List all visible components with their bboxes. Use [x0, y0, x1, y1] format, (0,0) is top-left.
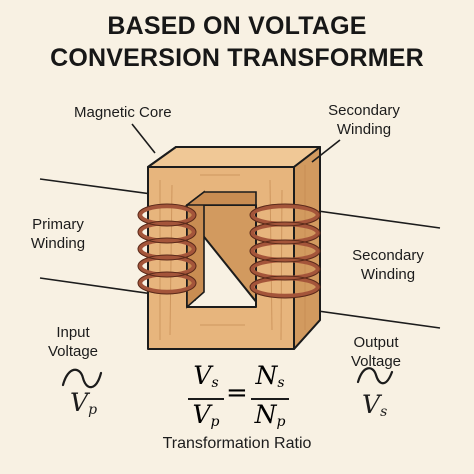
- turns-ratio-numerator: Ns: [251, 362, 289, 397]
- primary-winding-line1: Primary: [32, 216, 84, 233]
- turns-ratio-bar: [251, 398, 289, 400]
- primary-winding-label: Primary Winding: [12, 215, 104, 253]
- turns-num-sub: s: [277, 375, 285, 391]
- transformation-ratio-caption: Transformation Ratio: [162, 435, 312, 452]
- ratio-num-var: V: [193, 361, 212, 390]
- input-voltage-sub: p: [88, 402, 98, 418]
- secondary-winding-right-line1: Secondary: [352, 247, 424, 264]
- ratio-den-var: V: [192, 400, 211, 429]
- primary-winding-line2: Winding: [30, 235, 86, 252]
- magnetic-core-leader: [131, 123, 156, 154]
- core-window-inner-top: [184, 191, 257, 206]
- input-voltage-line2: Voltage: [47, 343, 99, 360]
- input-voltage-line1: Input: [56, 324, 90, 341]
- input-ac-wave-icon: [61, 368, 103, 389]
- secondary-winding-top-label: Secondary Winding: [316, 101, 412, 139]
- ratio-den-sub: p: [210, 414, 220, 430]
- secondary-winding-right-label: Secondary Winding: [338, 246, 438, 284]
- turns-num-var: N: [255, 361, 278, 390]
- output-voltage-symbol: Vs: [362, 390, 387, 420]
- secondary-top-leader: [311, 139, 341, 163]
- magnetic-core-top-face: [147, 146, 321, 168]
- secondary-winding-top-line1: Secondary: [328, 102, 400, 119]
- turns-ratio-denominator: Np: [251, 401, 289, 436]
- turns-den-var: N: [254, 400, 277, 429]
- input-voltage-label: Input Voltage: [30, 323, 116, 361]
- secondary-winding-right-line2: Winding: [360, 266, 416, 283]
- title-line-2: CONVERSION TRANSFORMER: [50, 44, 424, 72]
- output-ac-wave-icon: [356, 367, 394, 385]
- output-voltage-var: V: [362, 390, 381, 419]
- turns-ratio-fraction: Ns Np: [251, 362, 289, 436]
- output-voltage-sub: s: [380, 404, 388, 420]
- input-voltage-symbol: Vp: [70, 388, 97, 418]
- equals-sign: =: [226, 378, 248, 408]
- voltage-ratio-denominator: Vp: [188, 401, 224, 436]
- output-voltage-label: Output Voltage: [336, 333, 416, 371]
- title-line-1: BASED ON VOLTAGE: [107, 12, 367, 40]
- input-voltage-var: V: [70, 388, 89, 417]
- output-voltage-line1: Output: [353, 334, 399, 351]
- output-voltage-line2: Voltage: [350, 353, 402, 370]
- secondary-coil-outline: [249, 203, 321, 299]
- ratio-num-sub: s: [211, 375, 219, 391]
- voltage-ratio-fraction: Vs Vp: [188, 362, 224, 436]
- primary-coil: [137, 203, 197, 295]
- voltage-ratio-numerator: Vs: [188, 362, 224, 397]
- turns-den-sub: p: [276, 414, 286, 430]
- magnetic-core-label: Magnetic Core: [74, 104, 172, 121]
- secondary-coil: [249, 203, 321, 299]
- voltage-ratio-bar: [188, 398, 224, 400]
- secondary-winding-top-line2: Winding: [336, 121, 392, 138]
- primary-coil-outline: [137, 203, 197, 295]
